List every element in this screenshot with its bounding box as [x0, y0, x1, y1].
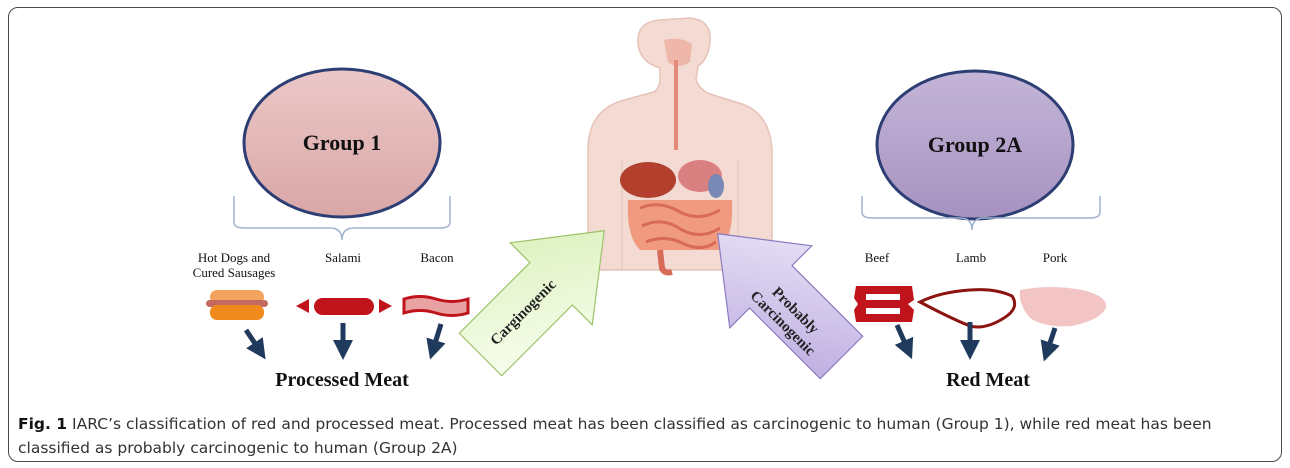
pork-down-arrow-icon: [1047, 328, 1055, 352]
hotdog-icon: [206, 290, 268, 320]
beef-down-arrow-icon: [897, 325, 908, 350]
group1-title: Group 1: [303, 130, 381, 155]
group2a-title: Group 2A: [928, 132, 1022, 157]
figure-caption: Fig. 1 IARC’s classification of red and …: [18, 412, 1268, 460]
red-meat-title: Red Meat: [946, 369, 1030, 391]
bacon-icon: [404, 297, 468, 316]
beef-label: Beef: [865, 250, 890, 265]
figure-diagram: Group 1 Hot Dogs and Cured Sausages Sala…: [0, 0, 1290, 400]
lamb-icon: [920, 290, 1015, 327]
beef-icon: [854, 286, 914, 322]
lamb-label: Lamb: [956, 250, 986, 265]
pork-icon: [1020, 287, 1106, 326]
bacon-down-arrow-icon: [433, 324, 441, 350]
caption-figure-label: Fig. 1: [18, 415, 67, 433]
human-body-icon: [588, 18, 772, 273]
hotdog-down-arrow-icon: [246, 330, 260, 351]
bacon-label: Bacon: [420, 250, 454, 265]
pork-label: Pork: [1043, 250, 1068, 265]
hotdogs-label-line1: Hot Dogs and: [198, 250, 271, 265]
salami-label: Salami: [325, 250, 361, 265]
caption-text: IARC’s classification of red and process…: [18, 415, 1212, 457]
hotdogs-label-line2: Cured Sausages: [193, 265, 276, 280]
salami-icon: [296, 298, 392, 315]
processed-meat-title: Processed Meat: [275, 369, 409, 391]
